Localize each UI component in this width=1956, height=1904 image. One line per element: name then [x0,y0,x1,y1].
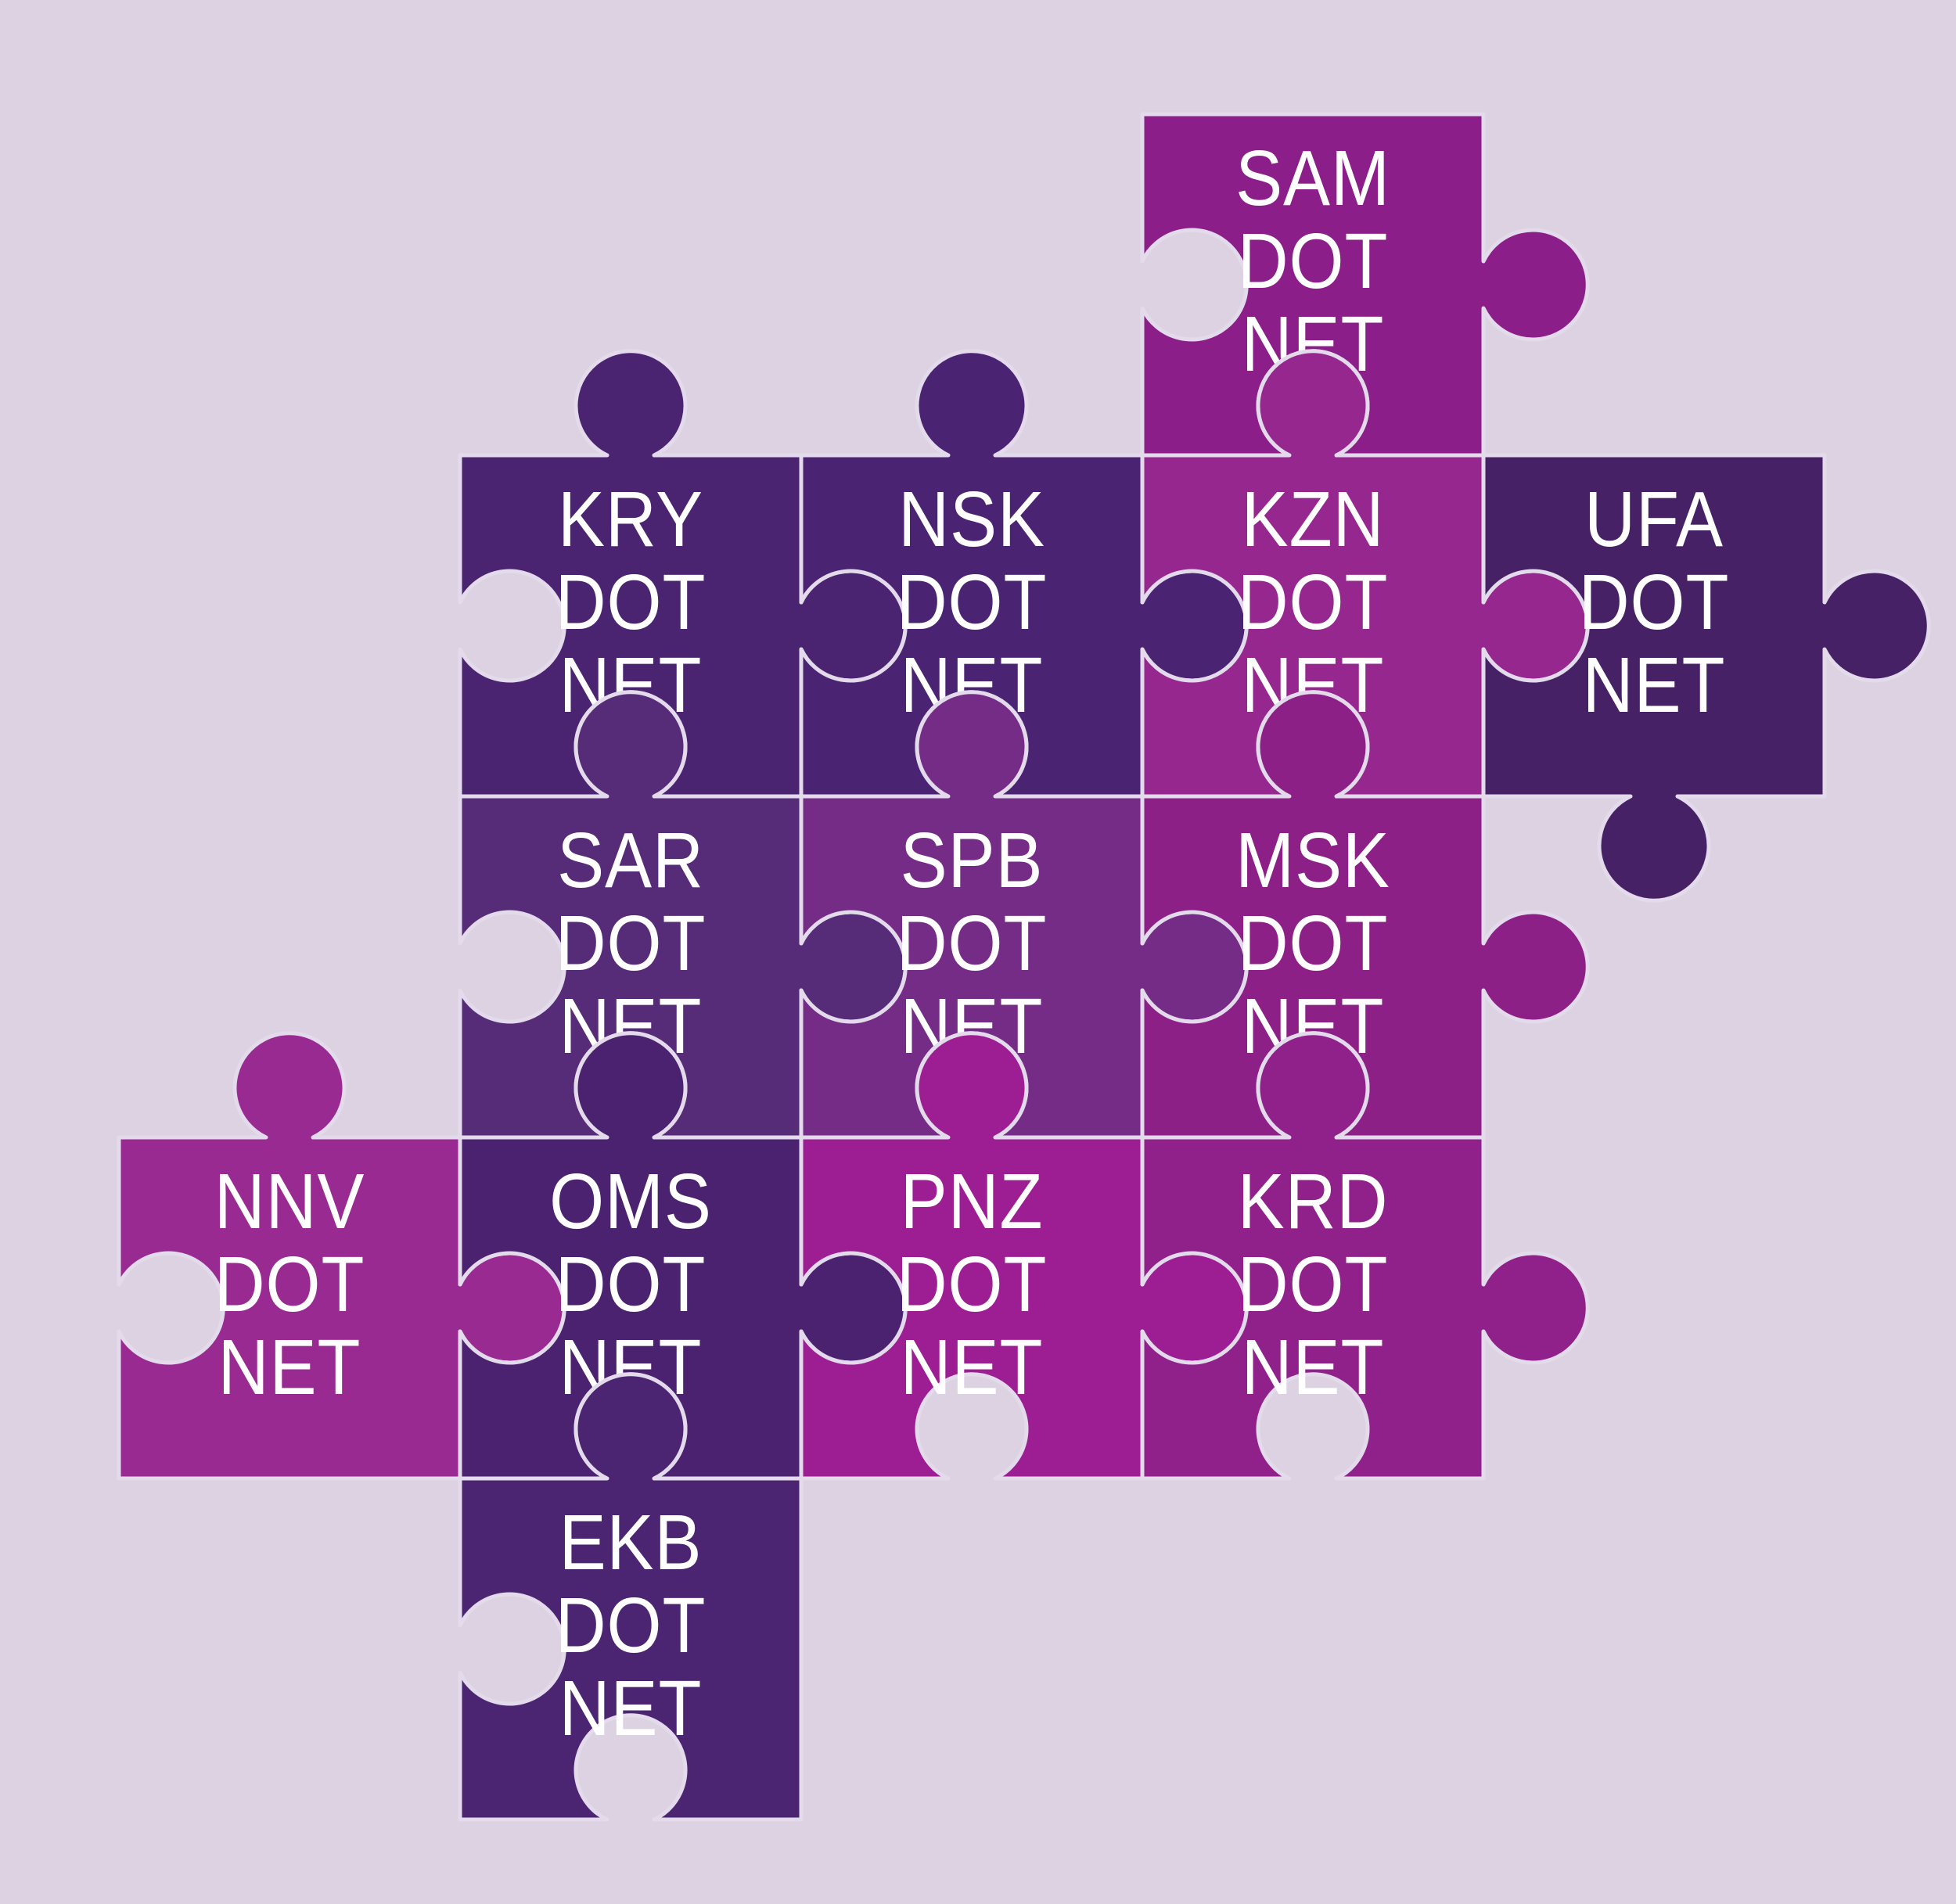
piece-label-line: NET [218,1324,361,1411]
piece-label-line: NET [1242,1324,1385,1411]
piece-label-line: DOT [1579,559,1730,646]
piece-label-line: KRY [558,476,703,563]
piece-label-line: SAM [1235,135,1390,222]
piece-label-line: NET [901,1324,1044,1411]
piece-label-line: NET [1583,642,1726,729]
piece-label-line: KZN [1242,476,1385,563]
piece-label-line: KRD [1238,1159,1389,1245]
piece-label-line: DOT [556,559,707,646]
piece-label-line: UFA [1584,476,1724,563]
puzzle-piece-shape [1481,453,1931,903]
piece-label-line: OMS [549,1159,712,1245]
piece-label-line: EKB [559,1500,703,1586]
piece-label-line: DOT [1238,1241,1389,1328]
piece-label-line: DOT [897,559,1048,646]
puzzle-piece-shape [1140,1031,1590,1481]
piece-label-line: DOT [897,1241,1048,1328]
piece-label-line: DOT [556,1582,707,1669]
piece-label-line: MSK [1235,817,1390,904]
piece-label-line: SAR [557,817,704,904]
piece-label-line: NNV [214,1159,365,1245]
piece-label-line: DOT [897,900,1048,987]
piece-label-line: SPB [901,817,1044,904]
piece-label-line: DOT [1238,900,1389,987]
piece-label-line: DOT [214,1241,365,1328]
piece-label-line: DOT [1238,559,1389,646]
piece-label-line: DOT [556,900,707,987]
puzzle-piece-shape [458,1372,804,1822]
piece-label-line: NSK [898,476,1045,563]
piece-label-line: DOT [556,1241,707,1328]
piece-label-line: PNZ [901,1159,1044,1245]
piece-label-line: NET [559,1665,703,1752]
piece-label-line: DOT [1238,218,1389,305]
